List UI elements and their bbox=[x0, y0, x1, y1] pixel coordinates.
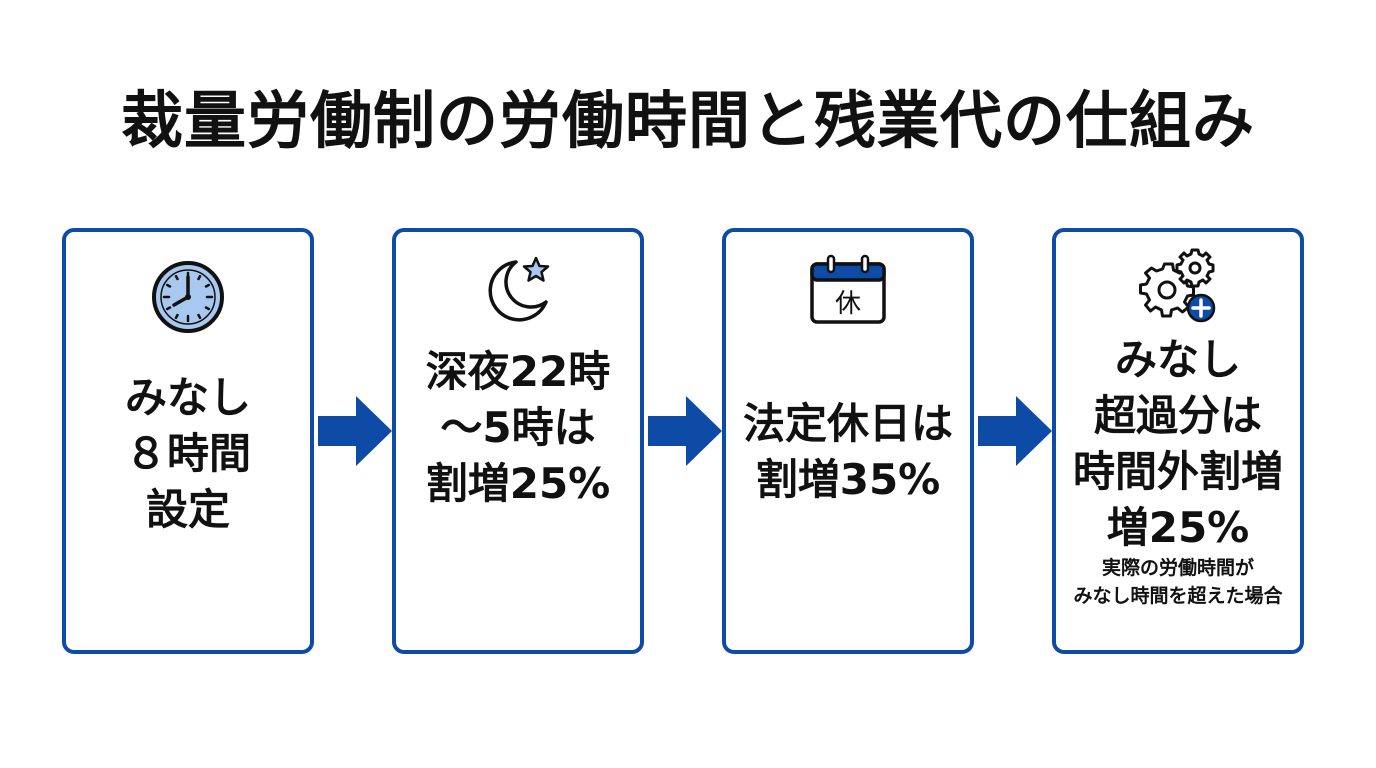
note-line: 実際の労働時間が bbox=[1101, 557, 1254, 579]
arrow-right-icon bbox=[978, 396, 1052, 466]
card-text: 深夜22時 ～5時は 割増25% bbox=[396, 344, 640, 512]
gears-plus-icon bbox=[1056, 248, 1300, 328]
arrow-right-icon bbox=[318, 396, 392, 466]
calendar-label: 休 bbox=[835, 289, 861, 319]
calendar-holiday-icon: 休 bbox=[726, 254, 970, 326]
card-text: みなし ８時間 設定 bbox=[66, 370, 310, 538]
card-line: みなし bbox=[1114, 335, 1241, 384]
page-title: 裁量労働制の労働時間と残業代の仕組み bbox=[120, 84, 1255, 157]
card-note: 実際の労働時間が みなし時間を超えた場合 bbox=[1056, 554, 1300, 610]
card-text: みなし 超過分は 時間外割増 増25% bbox=[1056, 332, 1300, 556]
card-line: 超過分は bbox=[1093, 391, 1262, 440]
card-line: 深夜22時 bbox=[425, 347, 611, 396]
clock-icon bbox=[66, 258, 310, 336]
card-late-night: 深夜22時 ～5時は 割増25% bbox=[392, 228, 644, 654]
card-excess-hours: みなし 超過分は 時間外割増 増25% 実際の労働時間が みなし時間を超えた場合 bbox=[1052, 228, 1304, 654]
note-line: みなし時間を超えた場合 bbox=[1073, 585, 1283, 607]
moon-star-icon bbox=[396, 254, 640, 324]
card-line: 増25% bbox=[1106, 503, 1250, 552]
card-line: 法定休日は bbox=[742, 399, 953, 448]
card-line: ～5時は bbox=[440, 403, 596, 452]
card-line: 割増25% bbox=[425, 459, 611, 508]
card-line: 設定 bbox=[145, 485, 230, 534]
card-deemed-hours: みなし ８時間 設定 bbox=[62, 228, 314, 654]
card-line: 割増35% bbox=[755, 455, 941, 504]
card-text: 法定休日は 割増35% bbox=[726, 396, 970, 508]
card-line: 時間外割増 bbox=[1072, 447, 1283, 496]
card-legal-holiday: 休 法定休日は 割増35% bbox=[722, 228, 974, 654]
card-line: ８時間 bbox=[124, 429, 251, 478]
arrow-right-icon bbox=[648, 396, 722, 466]
card-line: みなし bbox=[124, 373, 251, 422]
